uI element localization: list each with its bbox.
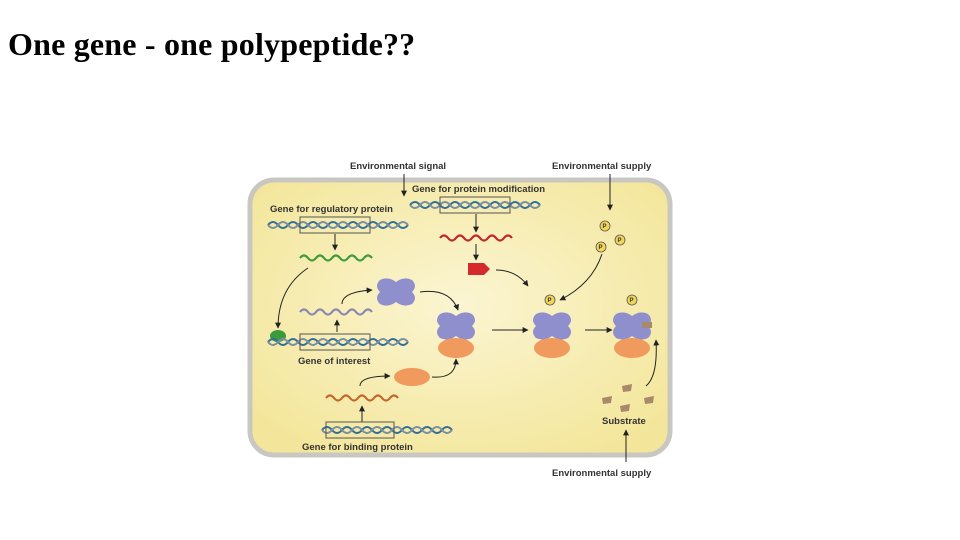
svg-text:P: P (548, 298, 552, 304)
svg-text:P: P (630, 298, 634, 304)
phosphate-to-modification-arrow (559, 253, 603, 301)
substrate-to-complex-arrow (645, 339, 660, 387)
phosphate-supply: P P P (595, 220, 626, 253)
svg-text:P: P (603, 224, 607, 230)
binding-protein (394, 368, 430, 386)
gene-regulation-figure: Environmental signal Environmental suppl… (240, 150, 680, 490)
regulator-to-gene-arrow (275, 267, 309, 329)
mrna-purple (299, 308, 373, 316)
slide-title: One gene - one polypeptide?? (8, 26, 416, 62)
substrate-molecules (602, 384, 654, 412)
gene-regulatory-protein-label: Gene for regulatory protein (270, 204, 393, 215)
modifier-to-target-arrow (495, 269, 529, 287)
gene-protein-modification-label: Gene for protein modification (412, 184, 545, 195)
gene-of-interest-label: Gene of interest (298, 356, 371, 367)
environmental-signal-label: Environmental signal (350, 161, 446, 172)
binding-protein-to-complex-arrow (431, 358, 459, 378)
environmental-supply-top-label: Environmental supply (552, 161, 652, 172)
mrna-orange (325, 394, 399, 402)
protein-to-complex-arrow (419, 290, 459, 311)
modifier-enzyme (468, 263, 490, 275)
svg-text:P: P (618, 238, 622, 244)
mrna-red (439, 234, 513, 242)
protein-complex-phosphorylated: P (533, 294, 571, 358)
translation-arrow-interest (341, 287, 373, 305)
protein-of-interest (377, 278, 415, 306)
mrna-green (299, 254, 373, 262)
dna-binding-protein (321, 421, 453, 439)
gene-binding-protein-label: Gene for binding protein (302, 442, 413, 453)
dna-regulatory-protein (267, 216, 409, 234)
translation-arrow-binding (359, 373, 391, 387)
svg-text:P: P (599, 245, 603, 251)
environmental-supply-bottom-label: Environmental supply (552, 468, 652, 479)
protein-complex-active: P (613, 294, 652, 358)
dna-gene-of-interest (267, 333, 409, 351)
protein-complex-unmodified (437, 312, 475, 358)
substrate-label: Substrate (602, 416, 646, 427)
regulatory-protein (270, 330, 286, 342)
dna-protein-modification (409, 196, 541, 214)
